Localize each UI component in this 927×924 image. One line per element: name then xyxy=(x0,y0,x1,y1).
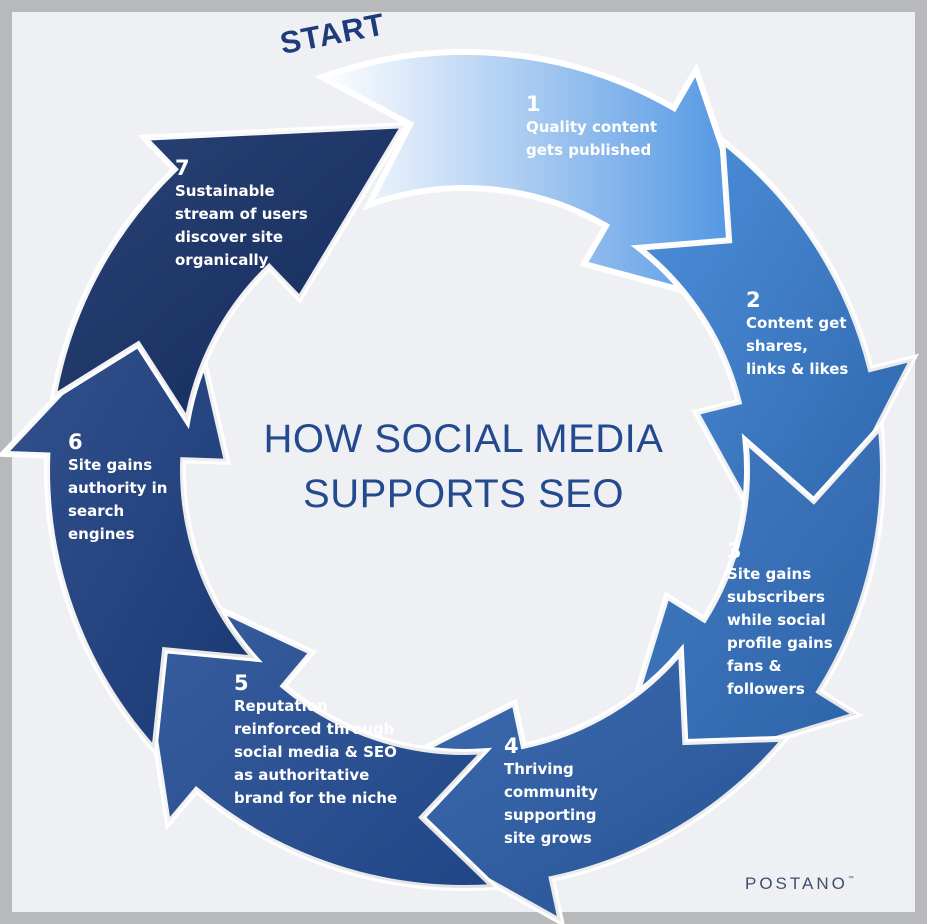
center-title: HOW SOCIAL MEDIA SUPPORTS SEO xyxy=(0,412,927,522)
step-7-line: Sustainable xyxy=(175,182,275,200)
step-5-line: Reputation xyxy=(234,697,328,715)
step-6-line: authority in xyxy=(68,479,168,497)
step-2-line: links & likes xyxy=(746,360,849,378)
step-6-line: search xyxy=(68,502,125,520)
step-3-line: followers xyxy=(727,680,805,698)
step-3-line: subscribers xyxy=(727,588,825,606)
step-2-line: Content get xyxy=(746,314,847,332)
step-1-text: 1 Quality content gets published xyxy=(526,92,657,162)
step-6-line: Site gains xyxy=(68,456,153,474)
step-5-line: social media & SEO xyxy=(234,743,397,761)
step-5-text: 5 Reputation reinforced through social m… xyxy=(234,671,397,810)
step-2-number: 2 xyxy=(746,288,761,312)
step-5-line: as authoritative xyxy=(234,766,370,784)
step-7-number: 7 xyxy=(175,156,190,180)
step-4-line: site grows xyxy=(504,829,592,847)
postano-logo: POSTANO™ xyxy=(745,874,854,894)
step-3-line: profile gains xyxy=(727,634,833,652)
step-5-line: reinforced through xyxy=(234,720,395,738)
step-3-line: Site gains xyxy=(727,565,812,583)
step-1-line: gets published xyxy=(526,141,652,159)
step-1-line: Quality content xyxy=(526,118,658,136)
step-5-number: 5 xyxy=(234,671,249,695)
step-3-number: 3 xyxy=(727,539,742,563)
step-3-text: 3 Site gains subscribers while social pr… xyxy=(727,539,833,701)
step-4-number: 4 xyxy=(504,734,519,758)
step-7-text: 7 Sustainable stream of users discover s… xyxy=(175,156,308,272)
step-5-line: brand for the niche xyxy=(234,789,398,807)
step-1-number: 1 xyxy=(526,92,541,116)
step-4-line: Thriving xyxy=(504,760,574,778)
brand-name: POSTANO xyxy=(745,874,848,893)
step-6-line: engines xyxy=(68,525,135,543)
step-2-text: 2 Content get shares, links & likes xyxy=(746,288,848,381)
title-line-1: HOW SOCIAL MEDIA xyxy=(263,417,664,461)
step-4-text: 4 Thriving community supporting site gro… xyxy=(504,734,598,850)
trademark-mark: ™ xyxy=(847,876,854,882)
step-6-number: 6 xyxy=(68,430,83,454)
step-3-line: while social xyxy=(727,611,826,629)
step-7-line: organically xyxy=(175,251,269,269)
step-7-line: discover site xyxy=(175,228,283,246)
step-7-line: stream of users xyxy=(175,205,308,223)
step-4-line: community xyxy=(504,783,598,801)
step-4-line: supporting xyxy=(504,806,597,824)
step-3-line: fans & xyxy=(727,657,782,675)
step-6-text: 6 Site gains authority in search engines xyxy=(68,430,168,546)
cycle-arrow-shade-7 xyxy=(53,125,405,422)
title-line-2: SUPPORTS SEO xyxy=(303,472,624,516)
step-2-line: shares, xyxy=(746,337,808,355)
